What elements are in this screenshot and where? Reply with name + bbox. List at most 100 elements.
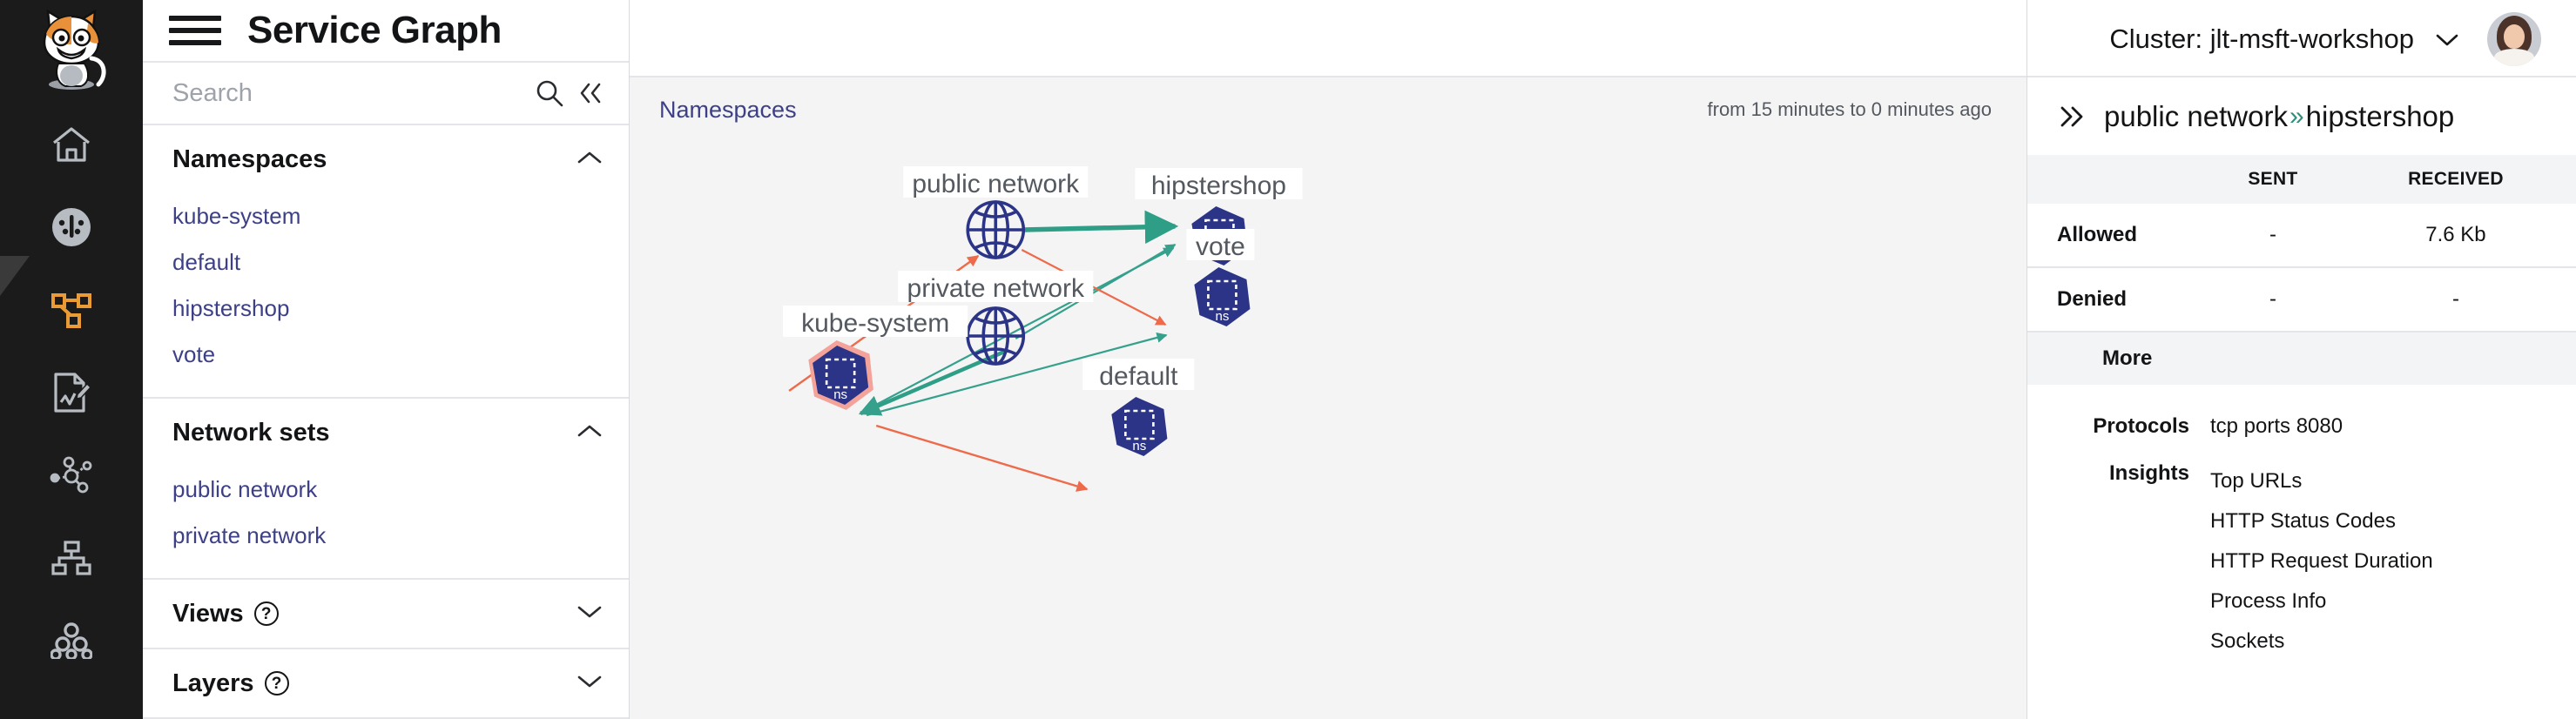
edge-public-network-to-vote	[1021, 249, 1167, 326]
cluster-label: Cluster: jlt-msft-workshop	[2109, 23, 2414, 54]
sidebar-section-header-namespaces[interactable]: Namespaces	[143, 125, 629, 193]
chevron-down-icon[interactable]	[577, 674, 603, 694]
details-source[interactable]: public network	[2104, 99, 2288, 132]
details-header: public network » hipstershop	[2027, 77, 2576, 155]
breadcrumb[interactable]: Namespaces	[659, 96, 797, 123]
cluster-selector[interactable]: Cluster: jlt-msft-workshop	[2109, 24, 2461, 55]
detail-value-protocols: tcp ports 8080	[2210, 414, 2343, 438]
more-section-header[interactable]: More	[2027, 333, 2576, 385]
node-label: hipstershop	[1151, 171, 1286, 200]
node-badge: ns	[833, 387, 847, 402]
table-row: Denied - -	[2027, 267, 2576, 333]
left-sidebar-panel: Service Graph Namespaces	[143, 0, 630, 719]
node-badge: ns	[1215, 309, 1229, 324]
table-header-row: SENT RECEIVED	[2027, 155, 2576, 204]
graph-node-kube-system[interactable]: kube-system ns	[783, 306, 968, 411]
table-col-blank	[2027, 155, 2210, 204]
details-topbar-spacer	[2027, 0, 2576, 77]
calico-cat-logo[interactable]	[0, 0, 143, 103]
sidebar-item-endpoints[interactable]	[0, 599, 143, 682]
detail-key-protocols: Protocols	[2093, 414, 2189, 438]
avatar-face	[2504, 24, 2525, 49]
search-input[interactable]	[172, 78, 523, 108]
insight-item-http-status-codes[interactable]: HTTP Status Codes	[2210, 509, 2396, 533]
help-circle-icon[interactable]: ?	[253, 601, 279, 626]
help-circle-icon[interactable]: ?	[264, 671, 289, 695]
globe-icon	[966, 306, 1026, 366]
network-set-item-public-network[interactable]: public network	[172, 476, 318, 502]
table-cell-denied-received: -	[2335, 267, 2576, 333]
flow-visualizer-nodes-icon	[50, 456, 93, 494]
details-target[interactable]: hipstershop	[2305, 99, 2455, 132]
node-label: public network	[912, 170, 1080, 198]
table-row: Allowed - 7.6 Kb	[2027, 204, 2576, 268]
managed-clusters-sitemap-icon	[51, 540, 92, 575]
graph-node-default[interactable]: default ns	[1082, 359, 1195, 456]
search-icon[interactable]	[535, 78, 564, 108]
edge-kube-system-to-vote	[866, 332, 1168, 417]
details-panel: public network » hipstershop SENT RECEIV…	[2026, 0, 2576, 719]
namespace-item-vote[interactable]: vote	[172, 341, 216, 367]
node-selection-outline	[808, 340, 873, 411]
service-graph-icon	[50, 290, 93, 330]
sidebar-item-home[interactable]	[0, 103, 143, 185]
edge-public-network-to-hipstershop	[1023, 210, 1179, 245]
table-row-label-allowed: Allowed	[2027, 204, 2210, 268]
sidebar-item-service-graph[interactable]	[0, 268, 143, 351]
graph-node-public-network[interactable]: public network	[903, 166, 1089, 259]
insights-list: Top URLs HTTP Status Codes HTTP Request …	[2210, 461, 2433, 662]
chevron-up-icon[interactable]	[577, 150, 603, 170]
sidebar-item-dashboard[interactable]	[0, 185, 143, 268]
graph-topbar-spacer	[630, 0, 2026, 77]
sidebar-section-network-sets: Network sets public network private netw…	[143, 399, 629, 580]
network-set-item-private-network[interactable]: private network	[172, 522, 327, 548]
details-separator-icon: »	[2289, 101, 2304, 131]
sidebar-item-managed-clusters[interactable]	[0, 516, 143, 599]
graph-header: Namespaces from 15 minutes to 0 minutes …	[630, 77, 2026, 142]
insight-item-process-info[interactable]: Process Info	[2210, 589, 2327, 613]
details-properties: Protocols tcp ports 8080 Insights Top UR…	[2027, 385, 2576, 669]
sidebar-section-header-views[interactable]: Views ?	[143, 580, 629, 648]
chevron-down-icon[interactable]	[577, 604, 603, 624]
avatar-body	[2494, 48, 2534, 66]
node-badge: ns	[1132, 439, 1146, 454]
detail-row-protocols: Protocols tcp ports 8080	[2027, 407, 2576, 446]
edge-private-network-to-hipstershop	[1015, 244, 1177, 339]
hamburger-icon[interactable]	[169, 11, 221, 50]
avatar[interactable]	[2487, 11, 2541, 66]
double-chevron-right-icon[interactable]	[2057, 104, 2087, 130]
home-icon	[51, 125, 92, 164]
detail-row-insights: Insights Top URLs HTTP Status Codes HTTP…	[2027, 446, 2576, 669]
graph-canvas[interactable]: Namespaces from 15 minutes to 0 minutes …	[630, 77, 2026, 719]
table-row-label-denied: Denied	[2027, 267, 2210, 333]
table-cell-allowed-received: 7.6 Kb	[2335, 204, 2576, 268]
time-range-label: from 15 minutes to 0 minutes ago	[1707, 98, 1993, 120]
detail-key-insights: Insights	[2108, 461, 2189, 485]
insight-item-top-urls[interactable]: Top URLs	[2210, 469, 2303, 493]
app-header: Service Graph	[143, 0, 629, 64]
namespace-item-default[interactable]: default	[172, 249, 241, 275]
insight-item-http-request-duration[interactable]: HTTP Request Duration	[2210, 549, 2433, 573]
dashboard-gauge-icon	[51, 206, 92, 248]
table-cell-allowed-sent: -	[2210, 204, 2336, 268]
namespace-item-hipstershop[interactable]: hipstershop	[172, 295, 290, 321]
sidebar-section-title: Views	[172, 599, 244, 628]
icon-rail	[0, 0, 143, 719]
namespace-item-kube-system[interactable]: kube-system	[172, 203, 301, 229]
double-chevron-left-icon[interactable]	[577, 80, 604, 106]
table-cell-denied-sent: -	[2210, 267, 2336, 333]
details-breadcrumb: public network » hipstershop	[2104, 100, 2454, 133]
insight-item-sockets[interactable]: Sockets	[2210, 629, 2285, 653]
service-graph-area: Namespaces from 15 minutes to 0 minutes …	[630, 0, 2026, 719]
sidebar-section-header-network-sets[interactable]: Network sets	[143, 399, 629, 467]
chevron-down-icon[interactable]	[2433, 24, 2461, 55]
sidebar-item-flow-visualizer[interactable]	[0, 433, 143, 516]
traffic-table: SENT RECEIVED Allowed - 7.6 Kb Denied - …	[2027, 155, 2576, 333]
top-right-controls: Cluster: jlt-msft-workshop	[2109, 0, 2576, 77]
graph-node-private-network[interactable]: private network	[898, 271, 1094, 366]
sidebar-section-header-layers[interactable]: Layers ?	[143, 649, 629, 717]
sidebar-item-policies[interactable]	[0, 351, 143, 433]
sidebar-section-views: Views ?	[143, 580, 629, 649]
graph-node-vote[interactable]: vote ns	[1186, 229, 1255, 326]
chevron-up-icon[interactable]	[577, 423, 603, 443]
